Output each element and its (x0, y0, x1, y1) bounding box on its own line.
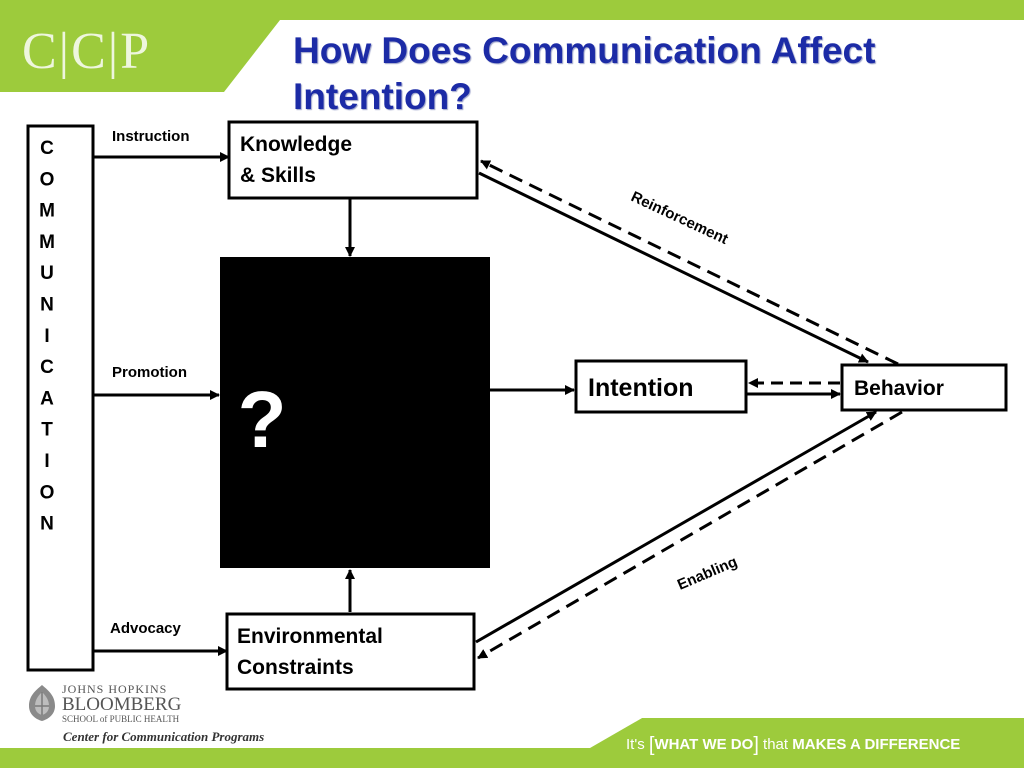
communication-box (26, 124, 95, 672)
communication-letter: I (44, 451, 49, 472)
communication-letter: T (41, 420, 53, 441)
reinforcement-dashed-arrow (480, 159, 899, 366)
communication-letter: N (40, 514, 54, 535)
advocacy-label: Advocacy (110, 620, 182, 637)
footer-green-band (590, 718, 1024, 748)
behavior-box (840, 363, 1008, 412)
communication-letter: U (40, 263, 54, 284)
instruction-label: Instruction (112, 128, 190, 145)
skills-label: & Skills (240, 164, 316, 187)
ccp-logo: C|C|P (22, 23, 152, 80)
center-name: Center for Communication Programs (63, 729, 265, 744)
communication-letter: I (44, 326, 49, 347)
enabling-label: Enabling (675, 553, 740, 593)
tagline-prefix: It's (626, 736, 645, 753)
constraints-label: Constraints (237, 656, 354, 679)
promotion-label: Promotion (112, 364, 187, 381)
communication-letter: O (40, 169, 55, 190)
jhu-bloomberg-wordmark: JOHNS HOPKINS BLOOMBERG SCHOOL of PUBLIC… (62, 683, 181, 725)
bracket-close-icon: ] (753, 734, 759, 756)
environmental-constraints-box (225, 612, 476, 691)
question-black-box (220, 257, 490, 568)
slide-title: How Does Communication Affect Intention? (293, 30, 876, 117)
knowledge-to-behavior-arrow (478, 171, 869, 364)
footer-tagline: It's [WHAT WE DO] that MAKES A DIFFERENC… (626, 734, 960, 757)
jhu-line2: BLOOMBERG (62, 694, 182, 715)
tagline-mid: that (763, 736, 789, 753)
communication-letter: M (39, 201, 55, 222)
communication-letter: C (40, 357, 54, 378)
jhu-line1: JOHNS HOPKINS (62, 682, 168, 696)
behavior-label: Behavior (854, 377, 944, 400)
tagline-what-we-do: WHAT WE DO (654, 736, 754, 753)
environmental-label: Environmental (237, 625, 383, 648)
communication-letter: N (40, 295, 54, 316)
bottom-green-bar (0, 748, 1024, 768)
environment-to-behavior-arrow (475, 410, 877, 644)
reinforcement-label: Reinforcement (628, 188, 730, 248)
intention-box (574, 359, 748, 414)
bracket-open-icon: [ (648, 734, 655, 756)
logo-band (0, 20, 280, 92)
communication-letter: M (39, 232, 55, 253)
knowledge-skills-box (227, 120, 479, 200)
communication-letter: A (40, 388, 54, 409)
jhu-line3: SCHOOL of PUBLIC HEALTH (62, 714, 180, 724)
intention-label: Intention (588, 374, 694, 402)
top-green-bar (0, 0, 1024, 20)
communication-letter: O (40, 482, 55, 503)
knowledge-label: Knowledge (240, 133, 352, 156)
enabling-dashed-arrow (477, 410, 903, 660)
communication-letter: C (40, 138, 54, 159)
jhu-shield-icon (29, 685, 55, 721)
tagline-makes-difference: MAKES A DIFFERENCE (792, 736, 961, 753)
question-mark: ? (238, 375, 287, 464)
